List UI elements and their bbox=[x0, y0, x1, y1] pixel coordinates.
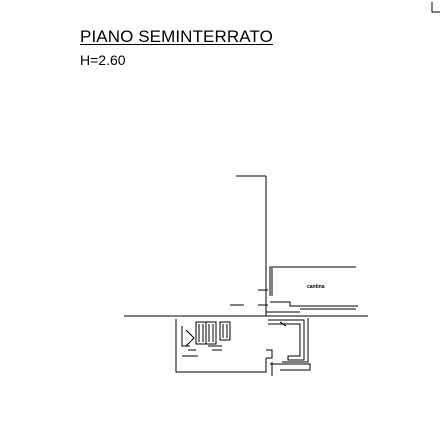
corner-mark bbox=[431, 2, 440, 13]
left-block-outline bbox=[175, 319, 267, 373]
right-enclosure-outer bbox=[282, 318, 309, 363]
right-enclosure-tick bbox=[279, 321, 287, 327]
floor-height: H=2.60 bbox=[80, 52, 126, 68]
floor-title: PIANO SEMINTERRATO bbox=[80, 27, 273, 46]
grid-box-1 bbox=[195, 321, 207, 345]
room-label-cantina: cantina bbox=[307, 284, 325, 290]
lower-steps-2 bbox=[270, 363, 311, 371]
fixture-shape-2 bbox=[185, 329, 195, 347]
grid-box-2 bbox=[205, 321, 217, 345]
cantina-shelf bbox=[270, 301, 358, 307]
fixture-shape-1 bbox=[181, 326, 190, 347]
right-enclosure bbox=[268, 319, 305, 361]
cantina-wall-top bbox=[269, 266, 356, 296]
lower-steps bbox=[266, 349, 273, 359]
grid-box-3 bbox=[219, 321, 231, 341]
